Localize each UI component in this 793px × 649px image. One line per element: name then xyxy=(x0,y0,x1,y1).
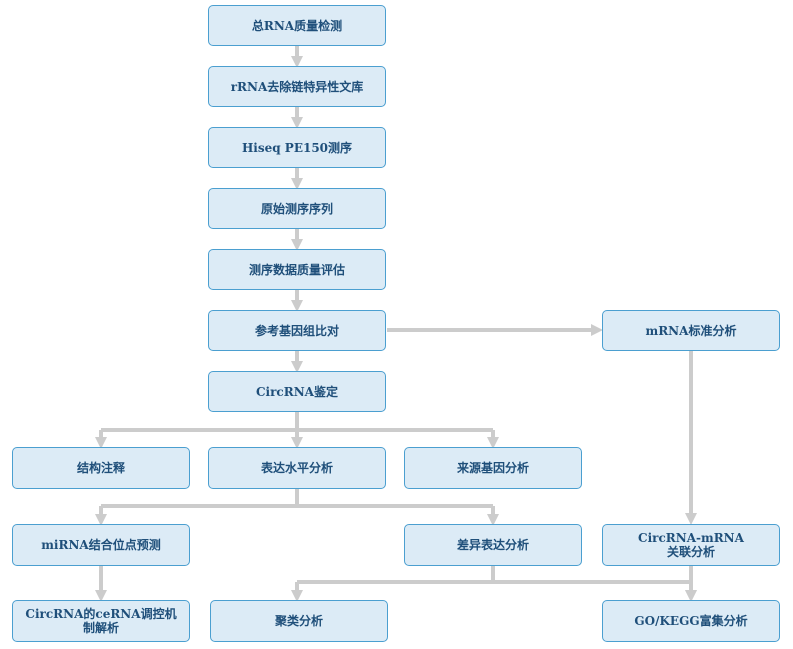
node-label-line2: 关联分析 xyxy=(666,545,715,559)
node-origin-gene-analysis: 来源基因分析 xyxy=(404,447,582,489)
node-label: 结构注释 xyxy=(76,461,125,475)
node-hiseq-sequencing: Hiseq PE150测序 xyxy=(208,127,386,168)
node-label: 总RNA质量检测 xyxy=(251,18,343,33)
node-label: 差异表达分析 xyxy=(456,538,529,552)
node-go-kegg-enrichment: GO/KEGG富集分析 xyxy=(602,600,780,642)
node-label: 原始测序序列 xyxy=(260,201,333,216)
node-raw-reads: 原始测序序列 xyxy=(208,188,386,229)
node-differential-expression: 差异表达分析 xyxy=(404,524,582,566)
node-label-line1: CircRNA的ceRNA调控机 xyxy=(25,607,177,621)
node-label: GO/KEGG富集分析 xyxy=(634,614,748,628)
node-total-rna-qc: 总RNA质量检测 xyxy=(208,5,386,46)
node-structure-annotation: 结构注释 xyxy=(12,447,190,489)
node-expression-analysis: 表达水平分析 xyxy=(208,447,386,489)
node-label: 表达水平分析 xyxy=(260,461,333,475)
node-circrna-identification: CircRNA鉴定 xyxy=(208,371,386,412)
node-label-line1: CircRNA-mRNA xyxy=(638,531,744,545)
node-mrna-standard-analysis: mRNA标准分析 xyxy=(602,310,780,351)
node-label: Hiseq PE150测序 xyxy=(241,140,353,155)
node-label: 聚类分析 xyxy=(274,614,323,628)
node-reference-alignment: 参考基因组比对 xyxy=(208,310,386,351)
node-label: 来源基因分析 xyxy=(456,461,529,475)
node-seq-quality: 测序数据质量评估 xyxy=(208,249,386,290)
node-label: 参考基因组比对 xyxy=(254,323,339,338)
node-label-line2: 制解析 xyxy=(82,621,119,635)
node-cluster-analysis: 聚类分析 xyxy=(210,600,388,642)
node-label: 测序数据质量评估 xyxy=(248,262,345,277)
node-cerna-mechanism: CircRNA的ceRNA调控机制解析 xyxy=(12,600,190,642)
node-label: rRNA去除链特异性文库 xyxy=(230,79,364,94)
node-label: CircRNA鉴定 xyxy=(256,384,338,399)
node-mirna-binding-prediction: miRNA结合位点预测 xyxy=(12,524,190,566)
node-label: mRNA标准分析 xyxy=(645,323,737,338)
node-rrna-removal-library: rRNA去除链特异性文库 xyxy=(208,66,386,107)
node-label: miRNA结合位点预测 xyxy=(41,538,161,552)
